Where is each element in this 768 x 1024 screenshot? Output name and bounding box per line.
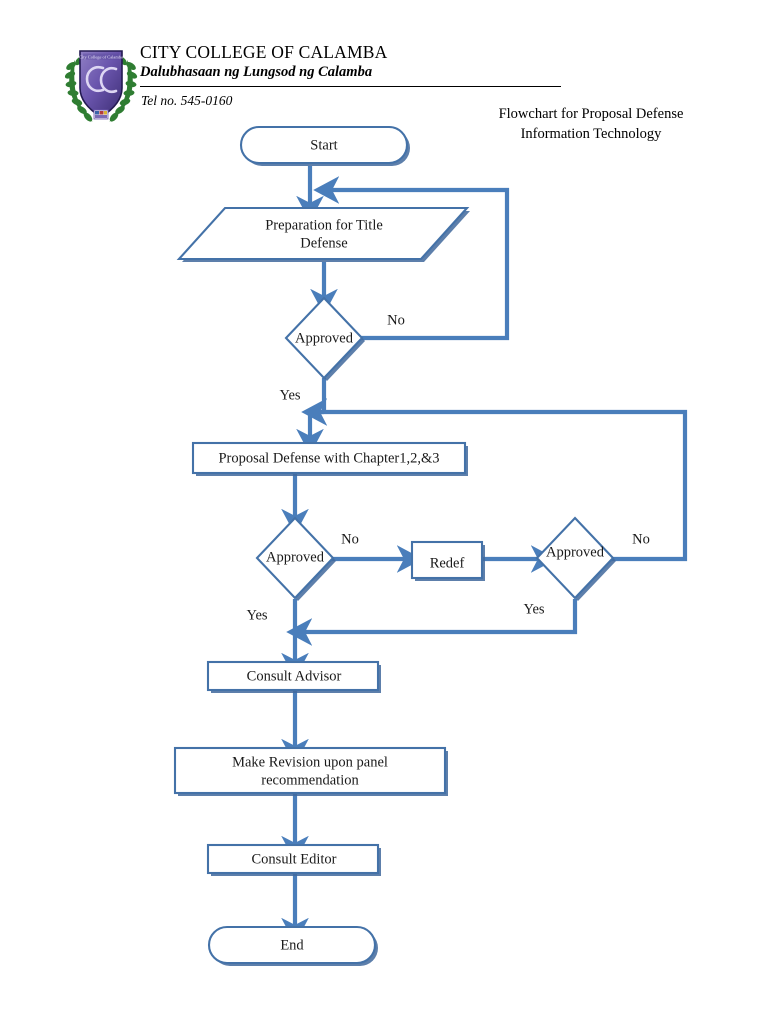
node-consult-editor[interactable]: Consult Editor xyxy=(206,843,381,876)
node-preparation-label-line2: Defense xyxy=(300,235,348,251)
node-approved-1[interactable]: Approved xyxy=(284,296,365,381)
node-approved-3-label: Approved xyxy=(546,544,605,560)
connector-layer xyxy=(281,166,688,944)
chart-title-line2: Information Technology xyxy=(520,126,662,142)
telephone-number: Tel no. 545-0160 xyxy=(141,93,233,108)
node-consult-advisor[interactable]: Consult Advisor xyxy=(206,660,381,693)
edge-label-yes-1: Yes xyxy=(279,387,300,403)
node-approved-3[interactable]: Approved xyxy=(535,516,616,601)
chart-title: Flowchart for Proposal Defense Informati… xyxy=(465,104,717,144)
edge-label-no-1: No xyxy=(387,312,405,328)
node-end[interactable]: End xyxy=(207,925,378,966)
node-approved-1-label: Approved xyxy=(295,330,354,346)
edge-label-no-3: No xyxy=(632,531,650,547)
edge-label-no-2: No xyxy=(341,531,359,547)
node-start[interactable]: Start xyxy=(239,125,410,166)
node-end-label: End xyxy=(280,937,304,953)
chart-title-line1: Flowchart for Proposal Defense xyxy=(498,106,684,122)
edge-approved3-yes-to-advisor xyxy=(286,599,578,646)
edge-approved1-no-loop xyxy=(313,176,510,341)
edge-approved3-no-loop xyxy=(301,398,688,562)
node-proposal-defense-label: Proposal Defense with Chapter1,2,&3 xyxy=(218,450,439,466)
organization-subtitle: Dalubhasaan ng Lungsod ng Calamba xyxy=(140,64,373,80)
node-redef[interactable]: Redef xyxy=(410,540,485,581)
node-redef-label: Redef xyxy=(430,555,465,571)
header-divider xyxy=(140,86,561,87)
node-make-revision-label-line1: Make Revision upon panel xyxy=(232,754,388,770)
node-consult-editor-label: Consult Editor xyxy=(252,851,337,867)
organization-name: CITY COLLEGE OF CALAMBA xyxy=(140,42,388,62)
node-make-revision-label-line2: recommendation xyxy=(261,772,359,788)
node-proposal-defense[interactable]: Proposal Defense with Chapter1,2,&3 xyxy=(191,441,468,476)
node-preparation-label-line1: Preparation for Title xyxy=(265,217,383,233)
header-text-block: CITY COLLEGE OF CALAMBA Dalubhasaan ng L… xyxy=(140,42,560,82)
node-make-revision[interactable]: Make Revision upon panel recommendation xyxy=(173,746,448,796)
node-approved-2-label: Approved xyxy=(266,549,325,565)
node-preparation-for-title-defense[interactable]: Preparation for Title Defense xyxy=(176,206,470,262)
svg-text:City College of Calamba: City College of Calamba xyxy=(79,55,123,60)
node-start-label: Start xyxy=(310,137,337,153)
city-college-of-calamba-seal-icon: City College of Calamba xyxy=(63,36,139,128)
edge-label-yes-2: Yes xyxy=(246,607,267,623)
node-consult-advisor-label: Consult Advisor xyxy=(247,668,342,684)
node-approved-2[interactable]: Approved xyxy=(255,516,336,601)
edge-label-yes-3: Yes xyxy=(523,601,544,617)
